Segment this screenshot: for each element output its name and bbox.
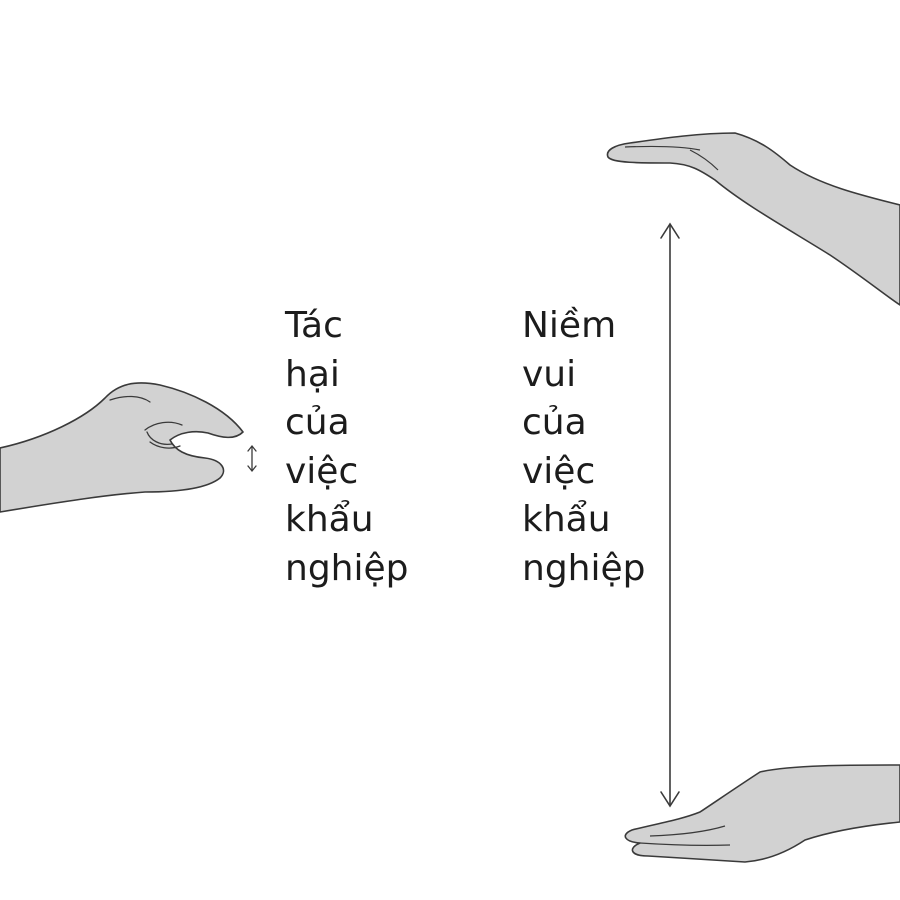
right-caption-word: việc [522,450,596,492]
upper-hand-finger-detail [624,145,719,171]
left-caption-word: hại [285,353,340,395]
lower-hand-finger-detail [639,825,731,846]
right-caption-word: vui [522,353,577,395]
small-gap-arrow [247,444,257,473]
wide-gap-arrow [660,222,680,808]
left-caption-word: nghiệp [285,547,409,589]
left-pinching-hand [0,382,244,513]
left-hand-arm [0,382,244,513]
left-hand-knuckle-detail [109,395,151,403]
right-caption: Niềm vui của việc khẩu nghiệp [522,302,646,593]
lower-hand-arm [624,764,900,863]
right-caption-word: Niềm [522,305,617,346]
lower-right-hand [624,764,900,863]
wide-gap-arrow-head-bottom [660,791,680,808]
upper-hand-arm [606,132,900,306]
small-gap-arrow-head-bottom [247,465,257,473]
left-hand-pinch-detail [144,421,183,449]
left-caption: Tác hại của việc khẩu nghiệp [285,302,409,593]
upper-right-hand [606,132,900,306]
left-caption-word: khẩu [285,499,374,540]
right-caption-word: nghiệp [522,547,646,589]
left-caption-word: việc [285,450,359,492]
right-caption-word: của [522,402,587,443]
right-caption-word: khẩu [522,499,611,540]
left-caption-word: Tác [285,305,343,346]
small-gap-arrow-head-top [247,444,257,452]
left-caption-word: của [285,402,350,443]
wide-gap-arrow-head-top [660,222,680,239]
